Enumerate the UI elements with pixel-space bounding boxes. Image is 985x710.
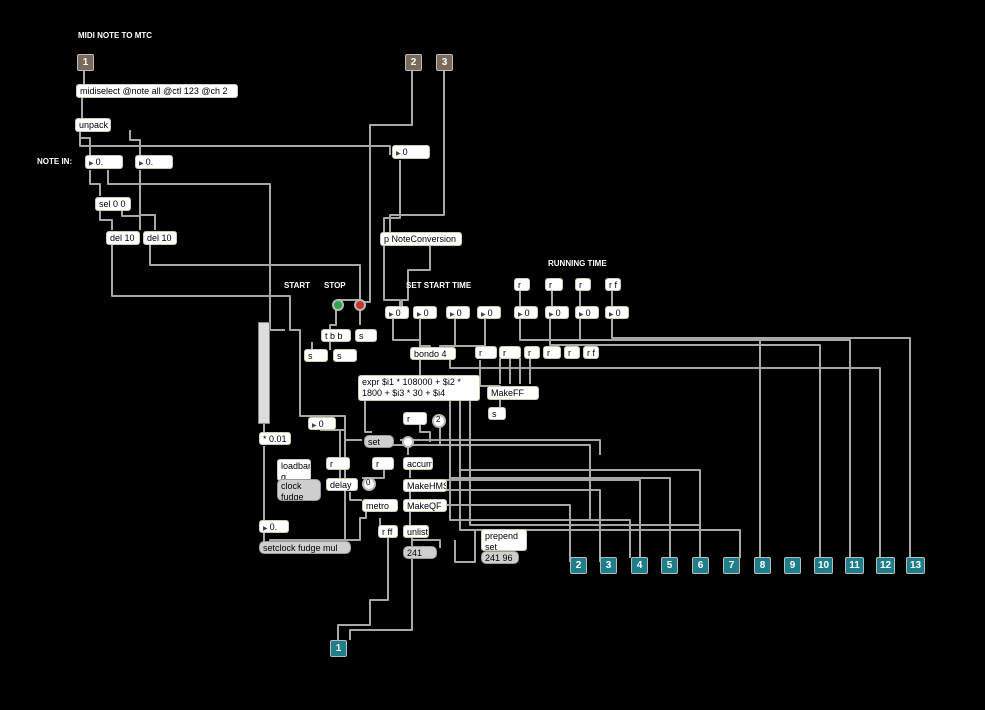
stop-label: STOP	[324, 281, 346, 290]
receive-stp[interactable]: r stp	[499, 346, 521, 359]
outlet-10[interactable]: 10	[814, 557, 833, 574]
set-start-number-f[interactable]: 0	[477, 306, 501, 319]
receive-s[interactable]: r s	[575, 278, 591, 291]
patch-title: MIDI NOTE TO MTC	[78, 31, 153, 40]
receive-st2-b[interactable]: r st2	[326, 457, 350, 470]
del-object-b[interactable]: del 10	[143, 231, 177, 245]
fudge-slider[interactable]	[258, 322, 270, 424]
number-box-top[interactable]: 0	[392, 145, 430, 159]
delay-object[interactable]: delay 8	[326, 478, 358, 491]
del-object-a[interactable]: del 10	[106, 231, 140, 245]
setclock-message[interactable]: setclock fudge mul 1.04	[259, 541, 351, 554]
sel-object[interactable]: sel 0 0	[95, 197, 131, 211]
receive-h-b[interactable]: r h	[524, 346, 540, 359]
start-label: START	[284, 281, 311, 290]
outlet-5[interactable]: 5	[661, 557, 678, 574]
zero-toggle-value: 0	[366, 478, 371, 487]
set-message[interactable]: set $1	[364, 435, 394, 448]
receive-h[interactable]: r h	[514, 278, 530, 291]
outlet-4[interactable]: 4	[631, 557, 648, 574]
trigger-object[interactable]: t b b b	[321, 329, 351, 342]
outlet-2[interactable]: 2	[570, 557, 587, 574]
outlet-3[interactable]: 3	[600, 557, 617, 574]
set-start-number-m[interactable]: 0	[413, 306, 437, 319]
running-number-f[interactable]: 0	[605, 306, 629, 319]
receive-f[interactable]: r f	[605, 278, 621, 291]
loadbang-object[interactable]: loadban g	[277, 459, 311, 481]
message-241[interactable]: 241 $1	[403, 546, 437, 559]
inlet-1[interactable]: 1	[77, 54, 94, 71]
receive-stp-b[interactable]: r stp	[372, 457, 394, 470]
makeff-object[interactable]: MakeFF	[487, 386, 539, 400]
running-number-h[interactable]: 0	[514, 306, 538, 319]
inlet-2[interactable]: 2	[405, 54, 422, 71]
number-box-zero[interactable]: 0	[308, 417, 336, 430]
running-number-m[interactable]: 0	[545, 306, 569, 319]
clock-fudge-message[interactable]: clock fudge	[277, 479, 321, 501]
stop-button[interactable]	[354, 299, 366, 311]
receive-ff-object[interactable]: r ff	[378, 525, 398, 538]
outlet-6[interactable]: 6	[692, 557, 709, 574]
makehmsf-object[interactable]: MakeHMSF	[403, 479, 447, 492]
float-number-box[interactable]: 0.	[259, 520, 289, 533]
send-stp-object[interactable]: s stp	[355, 329, 377, 342]
outlet-11[interactable]: 11	[845, 557, 864, 574]
note-conversion-subpatch[interactable]: p NoteConversion	[380, 232, 462, 246]
running-number-s[interactable]: 0	[575, 306, 599, 319]
note-number-box-b[interactable]: 0.	[135, 155, 173, 169]
start-button[interactable]	[332, 299, 344, 311]
note-number-box-a[interactable]: 0.	[85, 155, 123, 169]
set-start-number-s[interactable]: 0	[446, 306, 470, 319]
outlet-8[interactable]: 8	[754, 557, 771, 574]
multiply-object[interactable]: * 0.01	[259, 432, 291, 445]
set-start-number-h[interactable]: 0	[385, 306, 409, 319]
bondo-object[interactable]: bondo 4	[410, 347, 456, 360]
running-time-label: RUNNING TIME	[548, 259, 607, 268]
receive-f-b[interactable]: r f	[583, 346, 599, 359]
toggle-two[interactable]	[432, 414, 446, 428]
receive-m-b[interactable]: r m	[543, 346, 561, 359]
outlet-13[interactable]: 13	[906, 557, 925, 574]
prepend-object[interactable]: prepend set	[481, 529, 527, 551]
outlet-1[interactable]: 1	[330, 640, 347, 657]
note-in-label: NOTE IN:	[37, 157, 73, 166]
expr-object[interactable]: expr $i1 * 108000 + $i2 * 1800 + $i3 * 3…	[358, 375, 480, 401]
outlet-12[interactable]: 12	[876, 557, 895, 574]
toggle-two-value: 2	[436, 415, 441, 424]
zero-toggle[interactable]	[362, 477, 376, 491]
accum-object[interactable]: accum	[403, 457, 433, 470]
unlist-object[interactable]: unlist	[403, 525, 429, 538]
outlet-7[interactable]: 7	[723, 557, 740, 574]
midiselect-object[interactable]: midiselect @note all @ctl 123 @ch 2	[76, 84, 238, 98]
send-ff-object[interactable]: s ff	[488, 407, 506, 420]
unpack-object[interactable]: unpack	[75, 118, 111, 132]
set-start-time-label: SET START TIME	[406, 281, 472, 290]
message-241-96[interactable]: 241 96	[481, 551, 519, 564]
receive-m[interactable]: r m	[545, 278, 563, 291]
send-st1-object[interactable]: s st1	[333, 349, 357, 362]
receive-s-b[interactable]: r s	[564, 346, 580, 359]
receive-st2-a[interactable]: r st2	[403, 412, 427, 425]
inlet-3[interactable]: 3	[436, 54, 453, 71]
send-st2-object[interactable]: s st2	[304, 349, 328, 362]
receive-st1[interactable]: r st1	[475, 346, 497, 359]
makeqf-object[interactable]: MakeQF	[403, 499, 447, 512]
outlet-9[interactable]: 9	[784, 557, 801, 574]
metro-object[interactable]: metro 8	[362, 499, 398, 512]
bang-button[interactable]	[402, 436, 414, 448]
